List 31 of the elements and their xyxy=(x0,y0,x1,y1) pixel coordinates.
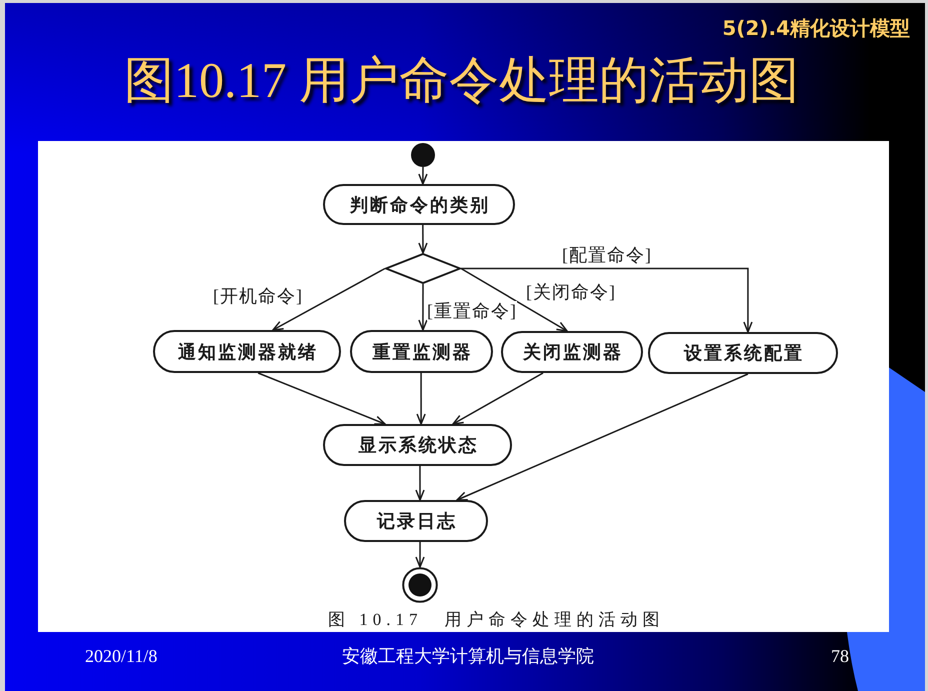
activity-node: 重置监测器 xyxy=(350,330,493,373)
arrow xyxy=(415,466,425,501)
activity-node: 通知监测器就绪 xyxy=(153,330,341,373)
footer-date: 2020/11/8 xyxy=(85,645,158,667)
arrow xyxy=(460,268,568,332)
arrow xyxy=(415,542,425,568)
footer-institution: 安徽工程大学计算机与信息学院 xyxy=(342,645,594,667)
arrow xyxy=(456,373,748,501)
edge-label: [配置命令] xyxy=(562,245,652,265)
decision-diamond xyxy=(385,253,461,284)
edge-label: [关闭命令] xyxy=(526,282,616,302)
edge-label: [重置命令] xyxy=(427,301,517,321)
figure-caption: 图 10.17 用户命令处理的活动图 xyxy=(328,609,664,630)
page-number: 78 xyxy=(831,645,849,667)
arrow xyxy=(452,372,544,425)
arrow xyxy=(258,372,386,425)
slide-title: 图10.17 用户命令处理的活动图 xyxy=(124,51,799,110)
edge-label: [开机命令] xyxy=(213,286,303,306)
arrow xyxy=(416,373,426,425)
activity-node: 设置系统配置 xyxy=(648,332,838,374)
arrow xyxy=(272,268,386,331)
arrow xyxy=(418,284,428,331)
section-header: 5(2).4精化设计模型 xyxy=(722,15,910,42)
activity-node: 显示系统状态 xyxy=(323,424,512,466)
arrow xyxy=(418,167,428,185)
arrow xyxy=(418,225,428,254)
arrow xyxy=(461,268,753,333)
final-state-bullseye xyxy=(402,567,438,603)
activity-node: 判断命令的类别 xyxy=(323,184,515,225)
activity-node: 记录日志 xyxy=(344,500,488,542)
activity-node: 关闭监测器 xyxy=(501,331,643,373)
